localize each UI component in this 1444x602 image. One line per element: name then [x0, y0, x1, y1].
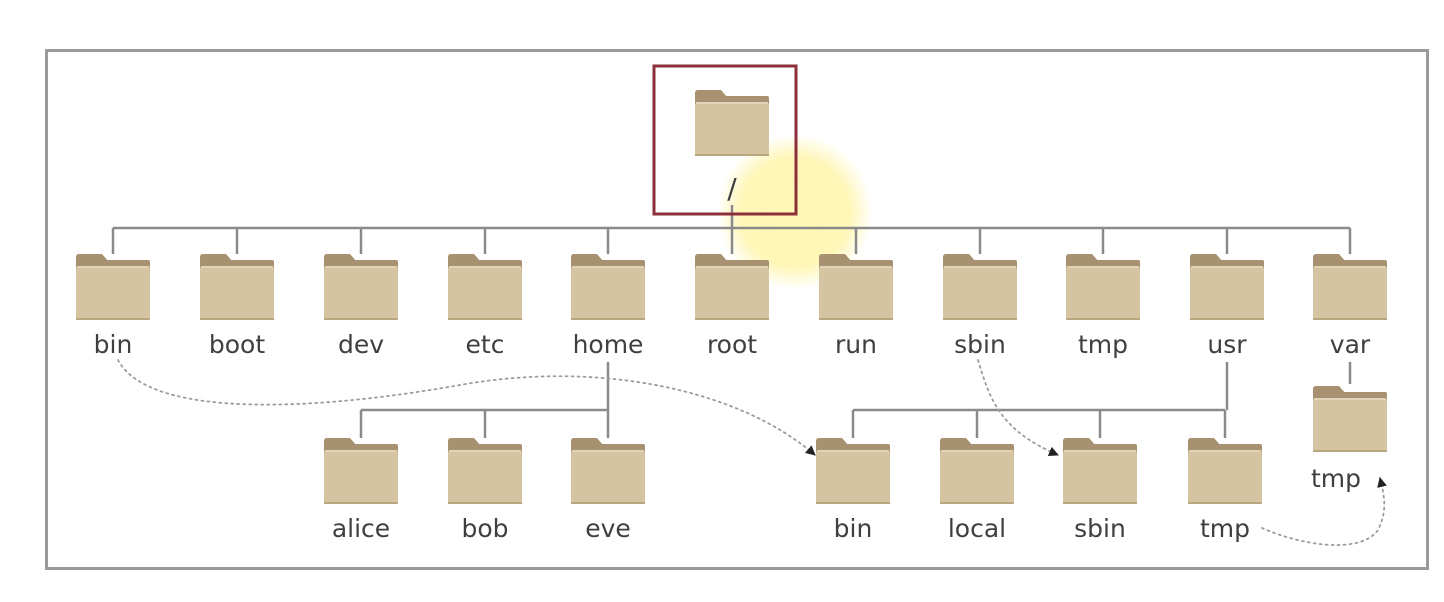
usr-local-folder-icon [940, 438, 1014, 504]
usr-child-label-local: local [948, 514, 1006, 543]
usr-child-label-bin: bin [834, 514, 873, 543]
usr-tmp-folder-icon [1188, 438, 1262, 504]
top-label-tmp: tmp [1078, 330, 1128, 359]
symlink-sbin-to-usr-sbin [977, 359, 1059, 457]
top-bin-folder-icon [76, 254, 150, 320]
top-usr-folder-icon [1190, 254, 1264, 320]
home-eve-folder-icon [571, 438, 645, 504]
top-label-usr: usr [1207, 330, 1247, 359]
var-child-label-tmp: tmp [1311, 464, 1361, 493]
usr-bin-folder-icon [816, 438, 890, 504]
root-folder-icon [695, 90, 769, 156]
tree-connectors [111, 205, 1352, 438]
top-run-folder-icon [819, 254, 893, 320]
home-child-label-alice: alice [332, 514, 390, 543]
home-child-label-eve: eve [585, 514, 631, 543]
folder-nodes: / bin boot dev etc home root run sbin tmp usr var al… [76, 90, 1387, 543]
top-boot-folder-icon [200, 254, 274, 320]
home-child-label-bob: bob [461, 514, 508, 543]
symlink-arrows [117, 359, 1387, 546]
top-sbin-folder-icon [943, 254, 1017, 320]
top-label-run: run [835, 330, 877, 359]
top-label-boot: boot [209, 330, 265, 359]
usr-child-label-tmp: tmp [1200, 514, 1250, 543]
top-tmp-folder-icon [1066, 254, 1140, 320]
home-alice-folder-icon [324, 438, 398, 504]
top-dev-folder-icon [324, 254, 398, 320]
top-label-etc: etc [466, 330, 505, 359]
top-label-sbin: sbin [954, 330, 1006, 359]
symlink-bin-to-usr-bin [117, 359, 816, 456]
top-label-root: root [707, 330, 757, 359]
root-label: / [727, 172, 737, 205]
top-var-folder-icon [1313, 254, 1387, 320]
top-home-folder-icon [571, 254, 645, 320]
top-label-bin: bin [94, 330, 133, 359]
var-tmp-folder-icon [1313, 386, 1387, 452]
top-label-home: home [573, 330, 644, 359]
top-label-dev: dev [338, 330, 384, 359]
top-etc-folder-icon [448, 254, 522, 320]
home-bob-folder-icon [448, 438, 522, 504]
top-root-folder-icon [695, 254, 769, 320]
usr-sbin-folder-icon [1063, 438, 1137, 504]
root-highlight-box [652, 64, 798, 216]
symlink-usr-tmp-to-var-tmp [1261, 477, 1387, 546]
usr-child-label-sbin: sbin [1074, 514, 1126, 543]
top-label-var: var [1330, 330, 1371, 359]
